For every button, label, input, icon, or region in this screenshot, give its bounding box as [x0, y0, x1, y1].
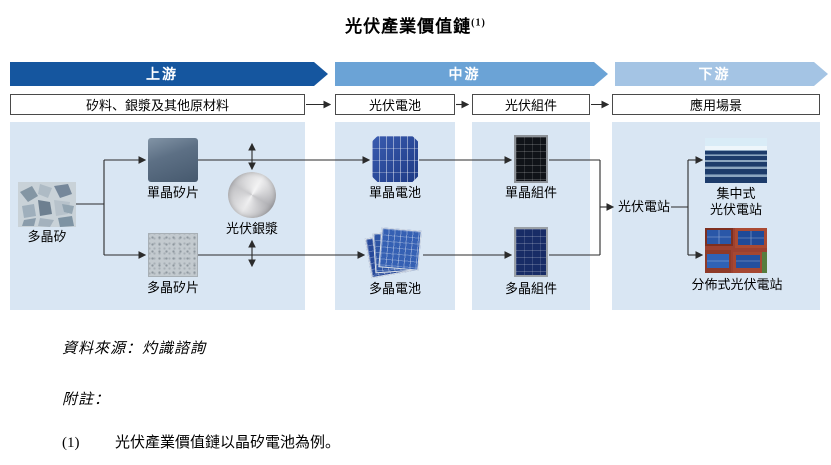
polysilicon-chunks-icon	[18, 182, 76, 227]
silver-paste-image	[228, 172, 276, 218]
stage-box-raw-materials-label: 矽料、銀漿及其他原材料	[85, 98, 229, 113]
note-1-index: (1)	[62, 435, 80, 451]
centralized-plant-label-line1: 集中式	[716, 186, 756, 201]
poly-cell-image	[364, 227, 422, 279]
stage-box-raw-materials: 矽料、銀漿及其他原材料	[10, 94, 305, 115]
banner-downstream-label: 下游	[698, 68, 731, 83]
mono-wafer-label: 單晶矽片	[146, 185, 199, 200]
note-1: (1) 光伏產業價值鏈以晶矽電池為例。	[62, 431, 340, 452]
notes-heading: 附註：	[62, 392, 111, 408]
centralized-plant-label-line2: 光伏電站	[709, 202, 762, 217]
mono-cell-label: 單晶電池	[368, 185, 421, 200]
stage-box-pv-cells-label: 光伏電池	[368, 98, 421, 113]
stage-box-applications: 應用場景	[612, 94, 820, 115]
centralized-plant-label: 集中式 光伏電站	[700, 186, 772, 218]
distributed-plant-image	[705, 228, 767, 273]
stage-box-pv-modules: 光伏組件	[472, 94, 590, 115]
stage-box-pv-cells: 光伏電池	[335, 94, 455, 115]
poly-cell-label: 多晶電池	[368, 281, 421, 296]
stage-box-applications-label: 應用場景	[689, 98, 742, 113]
poly-cell-sheet-icon	[378, 227, 422, 271]
pv-station-label: 光伏電站	[617, 199, 670, 214]
distributed-plant-label: 分佈式光伏電站	[691, 277, 783, 292]
title-footnote-ref: (1)	[471, 17, 486, 29]
polysilicon-image	[18, 182, 76, 227]
stage-box-pv-modules-label: 光伏組件	[504, 98, 557, 113]
mono-module-label: 單晶組件	[504, 185, 557, 200]
polysilicon-label: 多晶矽	[27, 229, 67, 244]
solar-farm-icon	[705, 138, 767, 183]
banner-midstream-label: 中游	[448, 68, 481, 83]
poly-wafer-label: 多晶矽片	[146, 280, 199, 295]
silver-paste-label: 光伏銀漿	[225, 221, 278, 236]
mono-wafer-image	[148, 138, 198, 182]
note-1-text: 光伏產業價值鏈以晶矽電池為例。	[115, 435, 341, 451]
rooftop-solar-icon	[705, 228, 767, 273]
banner-downstream: 下游	[615, 62, 828, 86]
centralized-plant-image	[705, 138, 767, 183]
source-line: 資料來源：灼識諮詢	[62, 341, 207, 357]
banner-upstream-label: 上游	[146, 68, 178, 83]
banner-upstream: 上游	[10, 62, 328, 86]
title-text: 光伏產業價值鏈	[345, 17, 472, 36]
poly-module-image	[514, 227, 548, 277]
poly-module-label: 多晶組件	[504, 281, 557, 296]
page-title: 光伏產業價值鏈(1)	[0, 12, 831, 37]
mono-cell-image	[372, 136, 418, 182]
poly-wafer-image	[148, 233, 198, 277]
mono-module-image	[514, 135, 548, 183]
banner-midstream: 中游	[335, 62, 608, 86]
